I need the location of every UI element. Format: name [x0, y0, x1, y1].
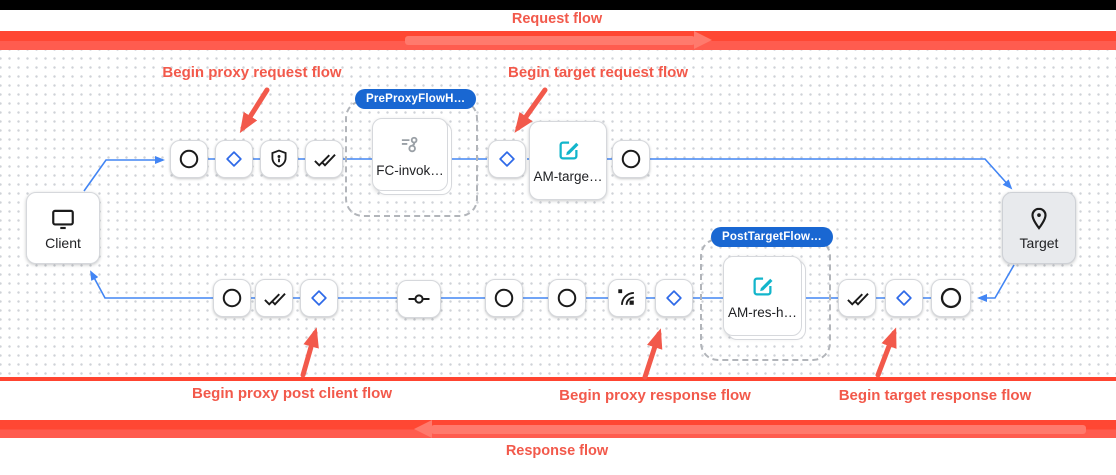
request-step-node[interactable] [260, 140, 298, 178]
response-step-node[interactable] [608, 279, 646, 317]
request-step-node[interactable] [612, 140, 650, 178]
edit-message-icon [559, 141, 579, 160]
fc-invoke-step-label: FC-invok… [376, 162, 444, 178]
diamond-flow-icon [311, 290, 327, 306]
monitor-icon [52, 209, 74, 229]
begin-target-response-label: Begin target response flow [838, 387, 1032, 404]
begin-proxy-post-client-label: Begin proxy post client flow [191, 385, 393, 402]
response-direction-arrow-shaft [431, 424, 1086, 434]
done-all-icon [846, 292, 869, 306]
place-pin-icon [1031, 207, 1047, 230]
diamond-flow-icon [666, 290, 682, 306]
response-step-node[interactable] [255, 279, 293, 317]
response-step-node[interactable] [397, 280, 441, 318]
circle-step-icon [940, 287, 962, 309]
response-step-node[interactable] [213, 279, 251, 317]
response-step-node[interactable] [548, 279, 586, 317]
response-step-node[interactable] [485, 279, 523, 317]
diamond-flow-icon [226, 151, 242, 167]
request-step-node[interactable] [305, 140, 343, 178]
broadcast-icon [618, 289, 634, 305]
begin-target-response-node[interactable] [885, 279, 923, 317]
response-step-node[interactable] [931, 279, 971, 317]
begin-proxy-request-node[interactable] [215, 140, 253, 178]
shield-auth-icon [271, 149, 287, 168]
done-all-icon [313, 153, 336, 167]
fc-invoke-step-card[interactable]: FC-invok… [372, 118, 448, 191]
begin-proxy-response-node[interactable] [655, 279, 693, 317]
am-target-step-card[interactable]: AM-targe… [529, 121, 607, 200]
flow-canvas[interactable] [0, 50, 1116, 377]
target-node[interactable]: Target [1002, 192, 1076, 264]
begin-target-request-label: Begin target request flow [507, 64, 689, 81]
request-direction-arrow-shaft [405, 36, 695, 45]
circle-step-icon [494, 288, 514, 308]
request-flow-band [0, 31, 1116, 50]
request-direction-arrow-head [694, 31, 712, 49]
top-black-bar [0, 0, 1116, 10]
begin-proxy-post-client-node[interactable] [300, 279, 338, 317]
begin-proxy-response-label: Begin proxy response flow [559, 387, 751, 404]
circle-step-icon [621, 149, 641, 169]
client-label: Client [45, 234, 81, 251]
am-response-step-card[interactable]: AM-res-h… [723, 256, 802, 336]
response-step-node[interactable] [838, 279, 876, 317]
response-flow-band [0, 420, 1116, 438]
done-all-icon [263, 292, 286, 306]
begin-proxy-request-label: Begin proxy request flow [162, 64, 342, 81]
commit-node-icon [408, 294, 430, 304]
request-step-node[interactable] [170, 140, 208, 178]
pre-proxy-flow-badge[interactable]: PreProxyFlowH… [355, 89, 477, 109]
client-node[interactable]: Client [26, 192, 100, 264]
diamond-flow-icon [499, 151, 515, 167]
circle-step-icon [179, 149, 199, 169]
diamond-flow-icon [896, 290, 912, 306]
am-target-step-label: AM-targe… [533, 169, 603, 184]
target-label: Target [1019, 234, 1059, 251]
post-target-flow-badge[interactable]: PostTargetFlow… [711, 227, 833, 247]
canvas-bottom-red-line [0, 377, 1116, 381]
circle-step-icon [557, 288, 577, 308]
circle-step-icon [222, 288, 242, 308]
request-flow-title: Request flow [511, 11, 603, 27]
response-flow-title: Response flow [505, 443, 609, 459]
am-response-step-label: AM-res-h… [727, 304, 797, 320]
response-direction-arrow-head [414, 420, 432, 438]
begin-target-request-node[interactable] [488, 140, 526, 178]
edit-message-icon [753, 277, 773, 295]
flow-callout-icon [401, 136, 418, 152]
